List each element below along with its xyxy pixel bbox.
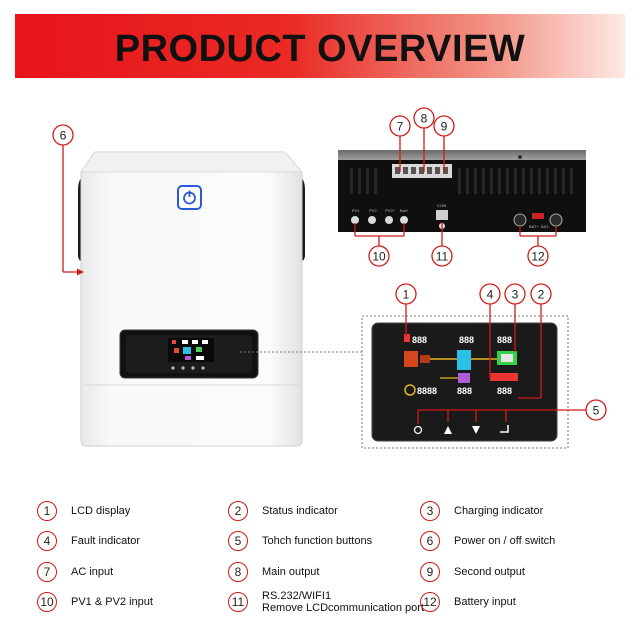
legend-num-1: 1	[37, 501, 57, 521]
lcd-enlarged: 888 888 888 8888 888 888	[371, 322, 558, 442]
callout-7-label: 7	[397, 120, 404, 134]
lcd-seg-7: 888	[497, 386, 512, 396]
legend-num-8: 8	[228, 562, 248, 582]
legend-num-6: 6	[420, 531, 440, 551]
legend-item-10: 10 PV1 & PV2 input	[37, 592, 153, 612]
callout-11: 11	[431, 222, 453, 267]
legend-num-10: 10	[37, 592, 57, 612]
callout-3: 3	[504, 283, 526, 352]
legend-item-1: 1 LCD display	[37, 501, 130, 521]
legend-num-5: 5	[228, 531, 248, 551]
lcd-seg-1: 888	[412, 335, 427, 345]
lcd-seg-3: 888	[497, 335, 512, 345]
legend-label-7: AC input	[71, 566, 114, 578]
page-title: PRODUCT OVERVIEW	[114, 28, 526, 70]
callout-12: 12	[519, 226, 557, 267]
bottom-com-label: COM	[437, 203, 446, 208]
legend-label-8: Main output	[262, 566, 320, 578]
legend-label-4: Fault indicator	[71, 535, 141, 547]
callout-2-label: 2	[538, 288, 545, 302]
bottom-port-label-1: PV1	[352, 208, 360, 213]
legend-num-4: 4	[37, 531, 57, 551]
callout-6: 6	[52, 124, 84, 276]
callout-5-label: 5	[593, 404, 600, 418]
callout-9-label: 9	[441, 120, 448, 134]
bottom-port-label-3: PV2+	[385, 208, 396, 213]
legend-item-5: 5 Tohch function buttons	[228, 531, 372, 551]
legend-item-9: 9 Second output	[420, 562, 525, 582]
legend-num-11: 11	[228, 592, 248, 612]
legend-item-11: 11 RS.232/WIFI1 Remove LCDcommunication …	[228, 590, 424, 614]
legend-item-3: 3 Charging indicator	[420, 501, 543, 521]
callout-6-label: 6	[60, 129, 67, 143]
legend-label-11: RS.232/WIFI1 Remove LCDcommunication por…	[262, 590, 424, 614]
callout-1: 1	[395, 283, 417, 336]
legend-item-2: 2 Status indicator	[228, 501, 338, 521]
callout-7: 7	[389, 115, 411, 172]
legend-item-4: 4 Fault indicator	[37, 531, 140, 551]
callout-1-label: 1	[403, 288, 410, 302]
legend-num-2: 2	[228, 501, 248, 521]
callout-4: 4	[479, 283, 501, 378]
legend-label-5: Tohch function buttons	[262, 535, 373, 547]
lcd-seg-6: 888	[457, 386, 472, 396]
bottom-batt-label-1: BAT+	[529, 224, 539, 229]
callout-4-label: 4	[487, 288, 494, 302]
callout-8-label: 8	[421, 112, 428, 126]
legend-label-12: Battery input	[454, 596, 516, 608]
callout-11-label: 11	[436, 250, 449, 264]
inverter-front-view	[78, 151, 305, 447]
callout-3-label: 3	[512, 288, 519, 302]
bottom-port-label-2: PV2	[369, 208, 377, 213]
legend-label-11-line1: RS.232/WIFI1	[262, 590, 332, 602]
callout-2: 2	[518, 283, 552, 399]
legend-item-6: 6 Power on / off switch	[420, 531, 555, 551]
lcd-seg-2: 888	[459, 335, 474, 345]
bottom-port-label-4: Bat+	[400, 208, 409, 213]
title-banner: PRODUCT OVERVIEW	[15, 14, 625, 78]
legend-item-12: 12 Battery input	[420, 592, 516, 612]
legend-label-6: Power on / off switch	[454, 535, 556, 547]
legend-item-8: 8 Main output	[228, 562, 319, 582]
legend-label-1: LCD display	[71, 505, 131, 517]
legend-num-3: 3	[420, 501, 440, 521]
callout-9: 9	[433, 115, 455, 172]
legend-num-12: 12	[420, 592, 440, 612]
callout-8: 8	[413, 107, 435, 172]
bottom-batt-label-2: BAT-	[541, 224, 550, 229]
callout-10-label: 10	[372, 250, 386, 264]
legend-label-2: Status indicator	[262, 505, 338, 517]
legend: 1 LCD display 2 Status indicator 3 Charg…	[0, 490, 640, 640]
inverter-bottom-view: PV1 PV2 PV2+ Bat+ COM BAT+ BAT-	[338, 150, 586, 232]
legend-num-7: 7	[37, 562, 57, 582]
legend-item-7: 7 AC input	[37, 562, 113, 582]
legend-label-11-line2: Remove LCDcommunication port	[262, 602, 425, 614]
callout-12-label: 12	[531, 250, 545, 264]
callout-10: 10	[354, 223, 405, 267]
legend-label-3: Charging indicator	[454, 505, 544, 517]
legend-label-9: Second output	[454, 566, 525, 578]
product-illustration: 6 PV1 PV2 PV2+ Bat+ COM	[52, 107, 607, 449]
legend-label-10: PV1 & PV2 input	[71, 596, 153, 608]
lcd-seg-5: 8888	[417, 386, 437, 396]
legend-num-9: 9	[420, 562, 440, 582]
callout-5: 5	[417, 399, 607, 424]
